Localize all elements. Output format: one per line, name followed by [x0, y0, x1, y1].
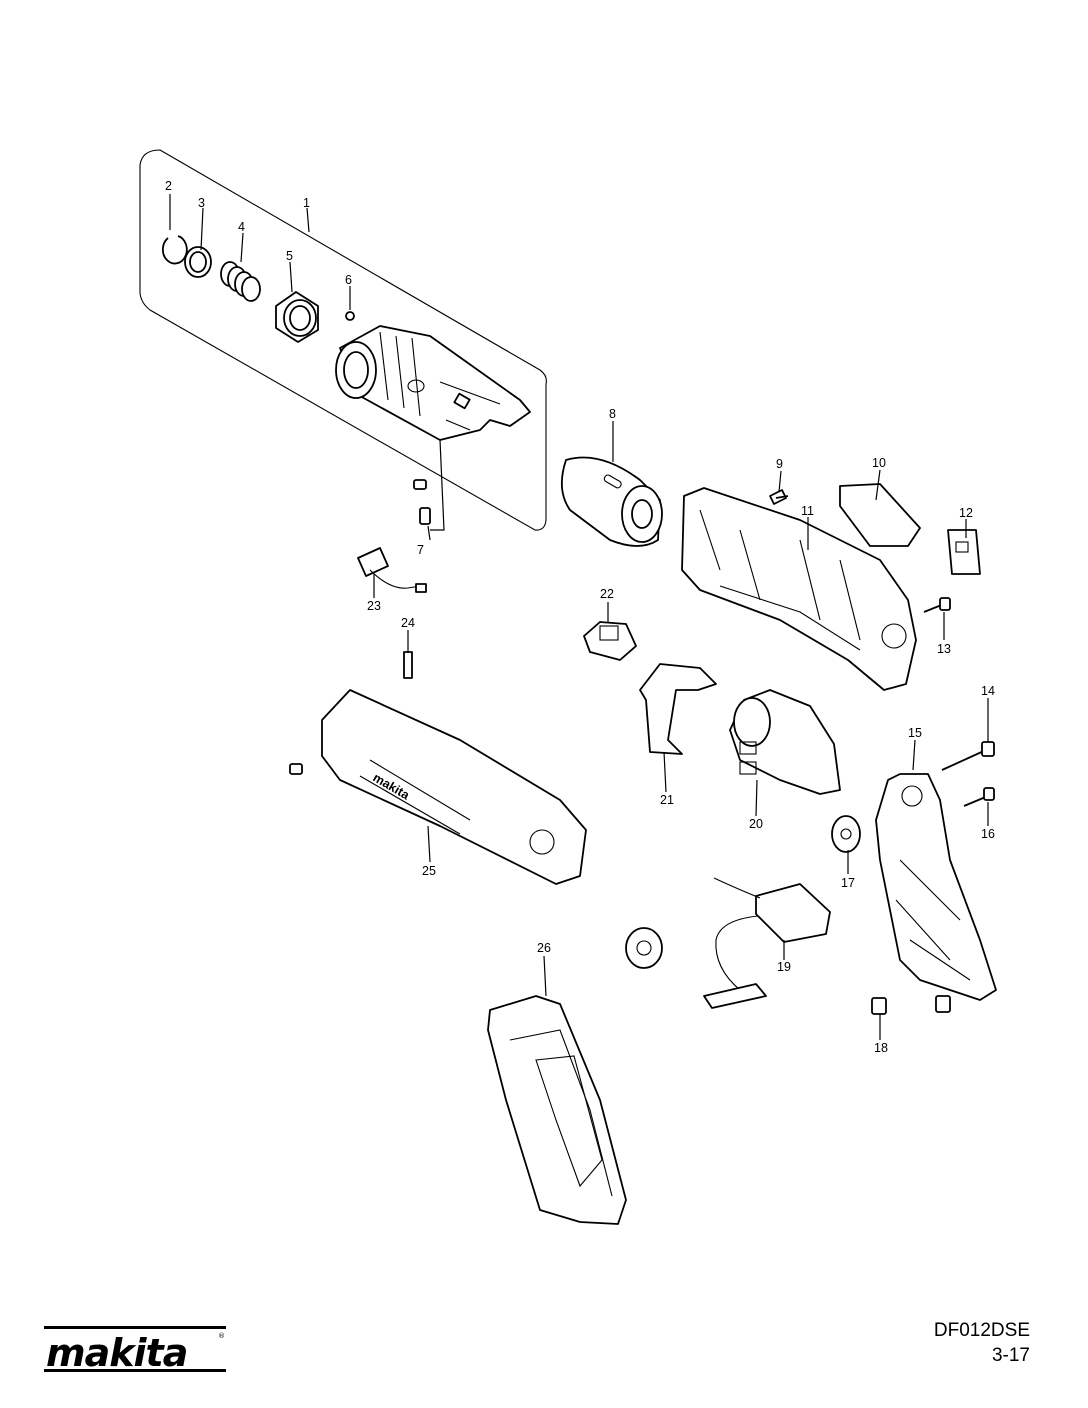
callout-26: 26 — [537, 941, 551, 955]
callout-9: 9 — [776, 457, 783, 471]
callout-12: 12 — [959, 506, 973, 520]
callout-14: 14 — [981, 684, 995, 698]
part-switch-lever — [639, 663, 717, 755]
callout-13: 13 — [937, 642, 951, 656]
callout-22: 22 — [600, 587, 614, 601]
part-sleeve — [275, 291, 319, 343]
page-number: 3-17 — [991, 1345, 1030, 1366]
part-retaining-ring — [161, 235, 188, 265]
part-flat-washer — [184, 246, 212, 278]
part-steel-ball — [345, 311, 355, 321]
part-gear-assembly — [335, 325, 531, 441]
part-housing-screw — [289, 763, 303, 775]
part-screw-14 — [941, 741, 995, 771]
part-plate-17 — [831, 815, 861, 853]
callout-2: 2 — [165, 179, 172, 193]
part-switch — [729, 689, 841, 795]
callout-20: 20 — [749, 817, 763, 831]
part-led-circuit — [357, 547, 427, 593]
part-controller — [703, 877, 831, 1009]
callout-11: 11 — [801, 504, 814, 518]
callout-16: 16 — [981, 827, 995, 841]
part-small-plates — [871, 995, 951, 1015]
part-screws — [413, 479, 431, 525]
callout-24: 24 — [401, 616, 415, 630]
callout-6: 6 — [345, 273, 352, 287]
model-number: DF012DSE — [933, 1320, 1030, 1341]
leader-lines — [169, 194, 989, 1040]
part-housing-right — [681, 487, 917, 691]
svg-text:®: ® — [218, 1332, 225, 1340]
part-insulation — [403, 651, 413, 679]
part-screw-13 — [923, 597, 951, 613]
callout-18: 18 — [874, 1041, 888, 1055]
callout-23: 23 — [367, 599, 381, 613]
callout-3: 3 — [198, 196, 205, 210]
makita-logo: makita ® — [44, 1326, 226, 1374]
callout-25: 25 — [422, 864, 436, 878]
part-housing-set: makita — [321, 689, 587, 885]
part-dc-motor — [560, 456, 663, 547]
callout-19: 19 — [777, 960, 791, 974]
part-plate-19b — [625, 927, 663, 969]
part-tapping-screw — [769, 489, 789, 505]
part-switch-cover — [947, 529, 981, 575]
callout-10: 10 — [872, 456, 886, 470]
part-name-plate — [839, 483, 921, 547]
callout-8: 8 — [609, 407, 616, 421]
callout-labels: 2 3 4 5 1 6 7 8 9 10 11 12 13 14 15 16 1… — [165, 179, 995, 1055]
part-screw-16 — [963, 787, 995, 807]
callout-4: 4 — [238, 220, 245, 234]
callout-1: 1 — [303, 196, 310, 210]
part-switch-button — [583, 621, 637, 661]
callout-5: 5 — [286, 249, 293, 263]
assembly-group-outline — [139, 149, 547, 531]
svg-text:makita: makita — [46, 1331, 187, 1374]
callout-7: 7 — [417, 543, 424, 557]
part-compression-spring — [220, 261, 261, 302]
callout-15: 15 — [908, 726, 922, 740]
callout-17: 17 — [841, 876, 855, 890]
part-housing-left — [875, 773, 997, 1001]
callout-21: 21 — [660, 793, 674, 807]
part-grip — [487, 995, 627, 1225]
